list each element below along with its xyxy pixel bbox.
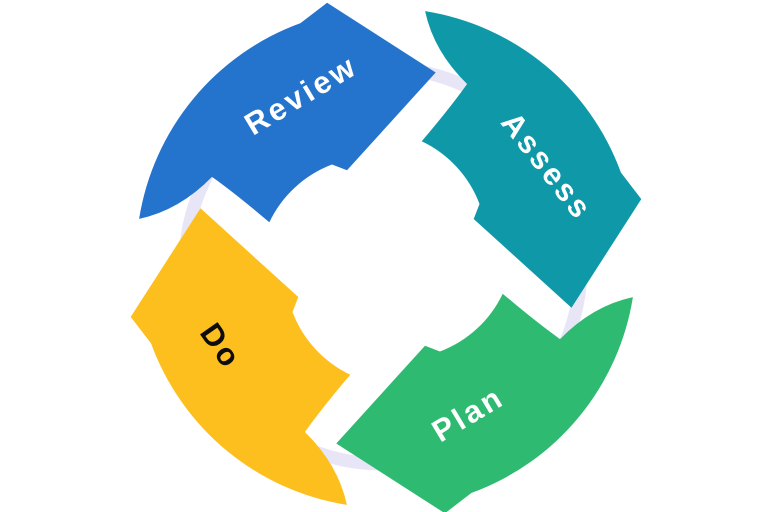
cycle-arrows (130, 2, 642, 512)
